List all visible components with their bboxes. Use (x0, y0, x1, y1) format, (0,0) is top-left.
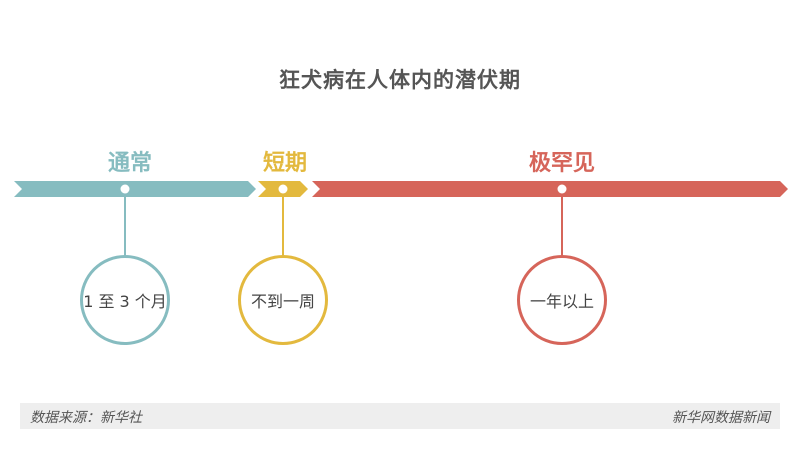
timeline-arrow-rare (312, 181, 788, 197)
segment-label-rare: 极罕见 (528, 151, 595, 176)
timeline-dot-usual (120, 184, 130, 194)
footer-bar: 数据来源：新华社 新华网数据新闻 (20, 403, 780, 429)
duration-short: 不到一周 (238, 255, 328, 345)
timeline-arrow-usual (14, 181, 256, 197)
page-title: 狂犬病在人体内的潜伏期 (279, 68, 521, 92)
duration-rare: 一年以上 (517, 255, 607, 345)
source-note: 数据来源：新华社 (30, 410, 142, 426)
segment-label-short: 短期 (262, 151, 307, 176)
timeline-dot-rare (557, 184, 567, 194)
duration-usual: 1 至 3 个月 (80, 255, 170, 345)
timeline-dot-short (278, 184, 288, 194)
segment-label-usual: 通常 (107, 151, 152, 176)
brand-note: 新华网数据新闻 (672, 410, 770, 426)
